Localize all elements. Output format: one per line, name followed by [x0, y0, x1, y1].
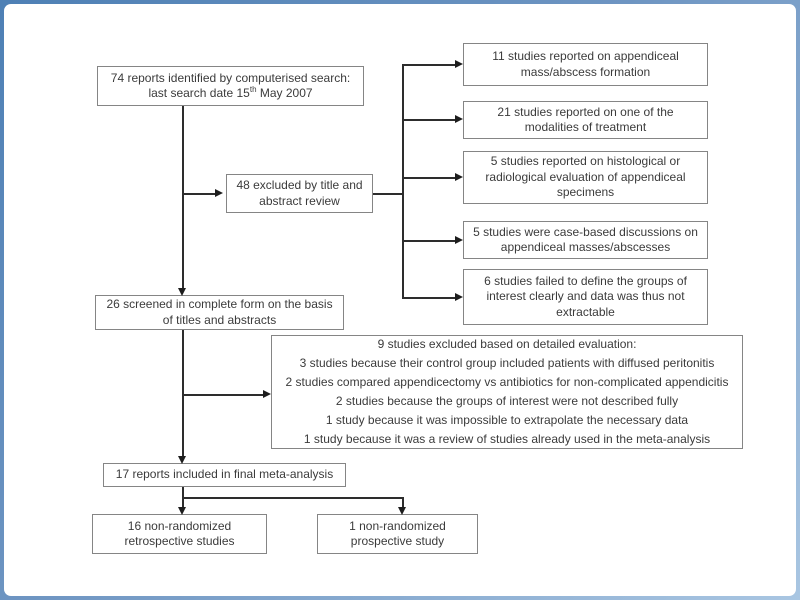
flow-box-included: 17 reports included in final meta-analys… [103, 463, 346, 487]
flow-box-retrospective: 16 non-randomized retrospective studies [92, 514, 267, 554]
flow-box-exclusion-not-extractable: 6 studies failed to define the groups of… [463, 269, 708, 325]
connector-split-horizontal [182, 497, 404, 499]
arrowhead-into-excluded [215, 189, 223, 197]
identified-line1: 74 reports identified by computerised se… [110, 70, 351, 85]
included-text: 17 reports included in final meta-analys… [115, 467, 334, 482]
arrowhead-into-exclusion-4 [455, 236, 463, 244]
connector-to-exclusion-1 [402, 64, 456, 66]
detailed-exclusion-header: 9 studies excluded based on detailed eva… [377, 337, 637, 351]
arrowhead-into-screened [178, 288, 186, 296]
flow-box-exclusion-histological: 5 studies reported on histological or ra… [463, 151, 708, 204]
flow-box-exclusion-mass-abscess: 11 studies reported on appendiceal mass/… [463, 43, 708, 86]
flow-box-exclusion-modalities: 21 studies reported on one of the modali… [463, 101, 708, 139]
flow-box-prospective: 1 non-randomized prospective study [317, 514, 478, 554]
exclusion-2-text: 21 studies reported on one of the modali… [497, 104, 674, 134]
detailed-exclusion-reason-3: 2 studies because the groups of interest… [335, 394, 679, 408]
arrowhead-into-exclusion-2 [455, 115, 463, 123]
connector-split-to-retrospective [182, 497, 184, 507]
connector-excluded-to-right-spine [373, 193, 403, 195]
screened-text: 26 screened in complete form on the basi… [106, 297, 333, 327]
flow-box-identified: 74 reports identified by computerised se… [97, 66, 364, 106]
diagram-page: 74 reports identified by computerised se… [4, 4, 796, 596]
connector-identified-to-screened [182, 106, 184, 290]
flow-box-excluded-title-abstract: 48 excluded by title and abstract review [226, 174, 373, 213]
flow-box-detailed-exclusion: 9 studies excluded based on detailed eva… [271, 335, 743, 449]
arrowhead-into-prospective [398, 507, 406, 515]
connector-split-to-prospective [402, 497, 404, 507]
connector-to-detailed-exclusion [182, 394, 263, 396]
connector-spine-to-excluded [182, 193, 215, 195]
detailed-exclusion-reason-1: 3 studies because their control group in… [299, 356, 715, 370]
flow-box-exclusion-case-based: 5 studies were case-based discussions on… [463, 221, 708, 259]
connector-to-exclusion-2 [402, 119, 456, 121]
retrospective-text: 16 non-randomized retrospective studies [124, 518, 235, 548]
detailed-exclusion-reason-2: 2 studies compared appendicectomy vs ant… [285, 375, 729, 389]
exclusion-4-text: 5 studies were case-based discussions on… [473, 224, 698, 254]
arrowhead-into-exclusion-1 [455, 60, 463, 68]
connector-to-exclusion-5 [402, 297, 456, 299]
arrowhead-into-exclusion-5 [455, 293, 463, 301]
connector-right-spine [402, 64, 404, 298]
connector-included-to-split [182, 487, 184, 499]
arrowhead-into-detailed-exclusion [263, 390, 271, 398]
arrowhead-into-exclusion-3 [455, 173, 463, 181]
connector-to-exclusion-4 [402, 240, 456, 242]
detailed-exclusion-reason-4: 1 study because it was impossible to ext… [325, 413, 689, 427]
prospective-text: 1 non-randomized prospective study [349, 518, 446, 548]
exclusion-3-text: 5 studies reported on histological or ra… [485, 154, 686, 200]
flow-box-screened: 26 screened in complete form on the basi… [95, 295, 344, 330]
exclusion-1-text: 11 studies reported on appendiceal mass/… [492, 49, 679, 79]
identified-line2: last search date 15th May 2007 [148, 85, 313, 101]
detailed-exclusion-reason-5: 1 study because it was a review of studi… [303, 432, 711, 446]
arrowhead-into-included [178, 456, 186, 464]
arrowhead-into-retrospective [178, 507, 186, 515]
exclusion-5-text: 6 studies failed to define the groups of… [484, 273, 687, 319]
connector-to-exclusion-3 [402, 177, 456, 179]
excluded-title-abstract-text: 48 excluded by title and abstract review [236, 178, 363, 208]
